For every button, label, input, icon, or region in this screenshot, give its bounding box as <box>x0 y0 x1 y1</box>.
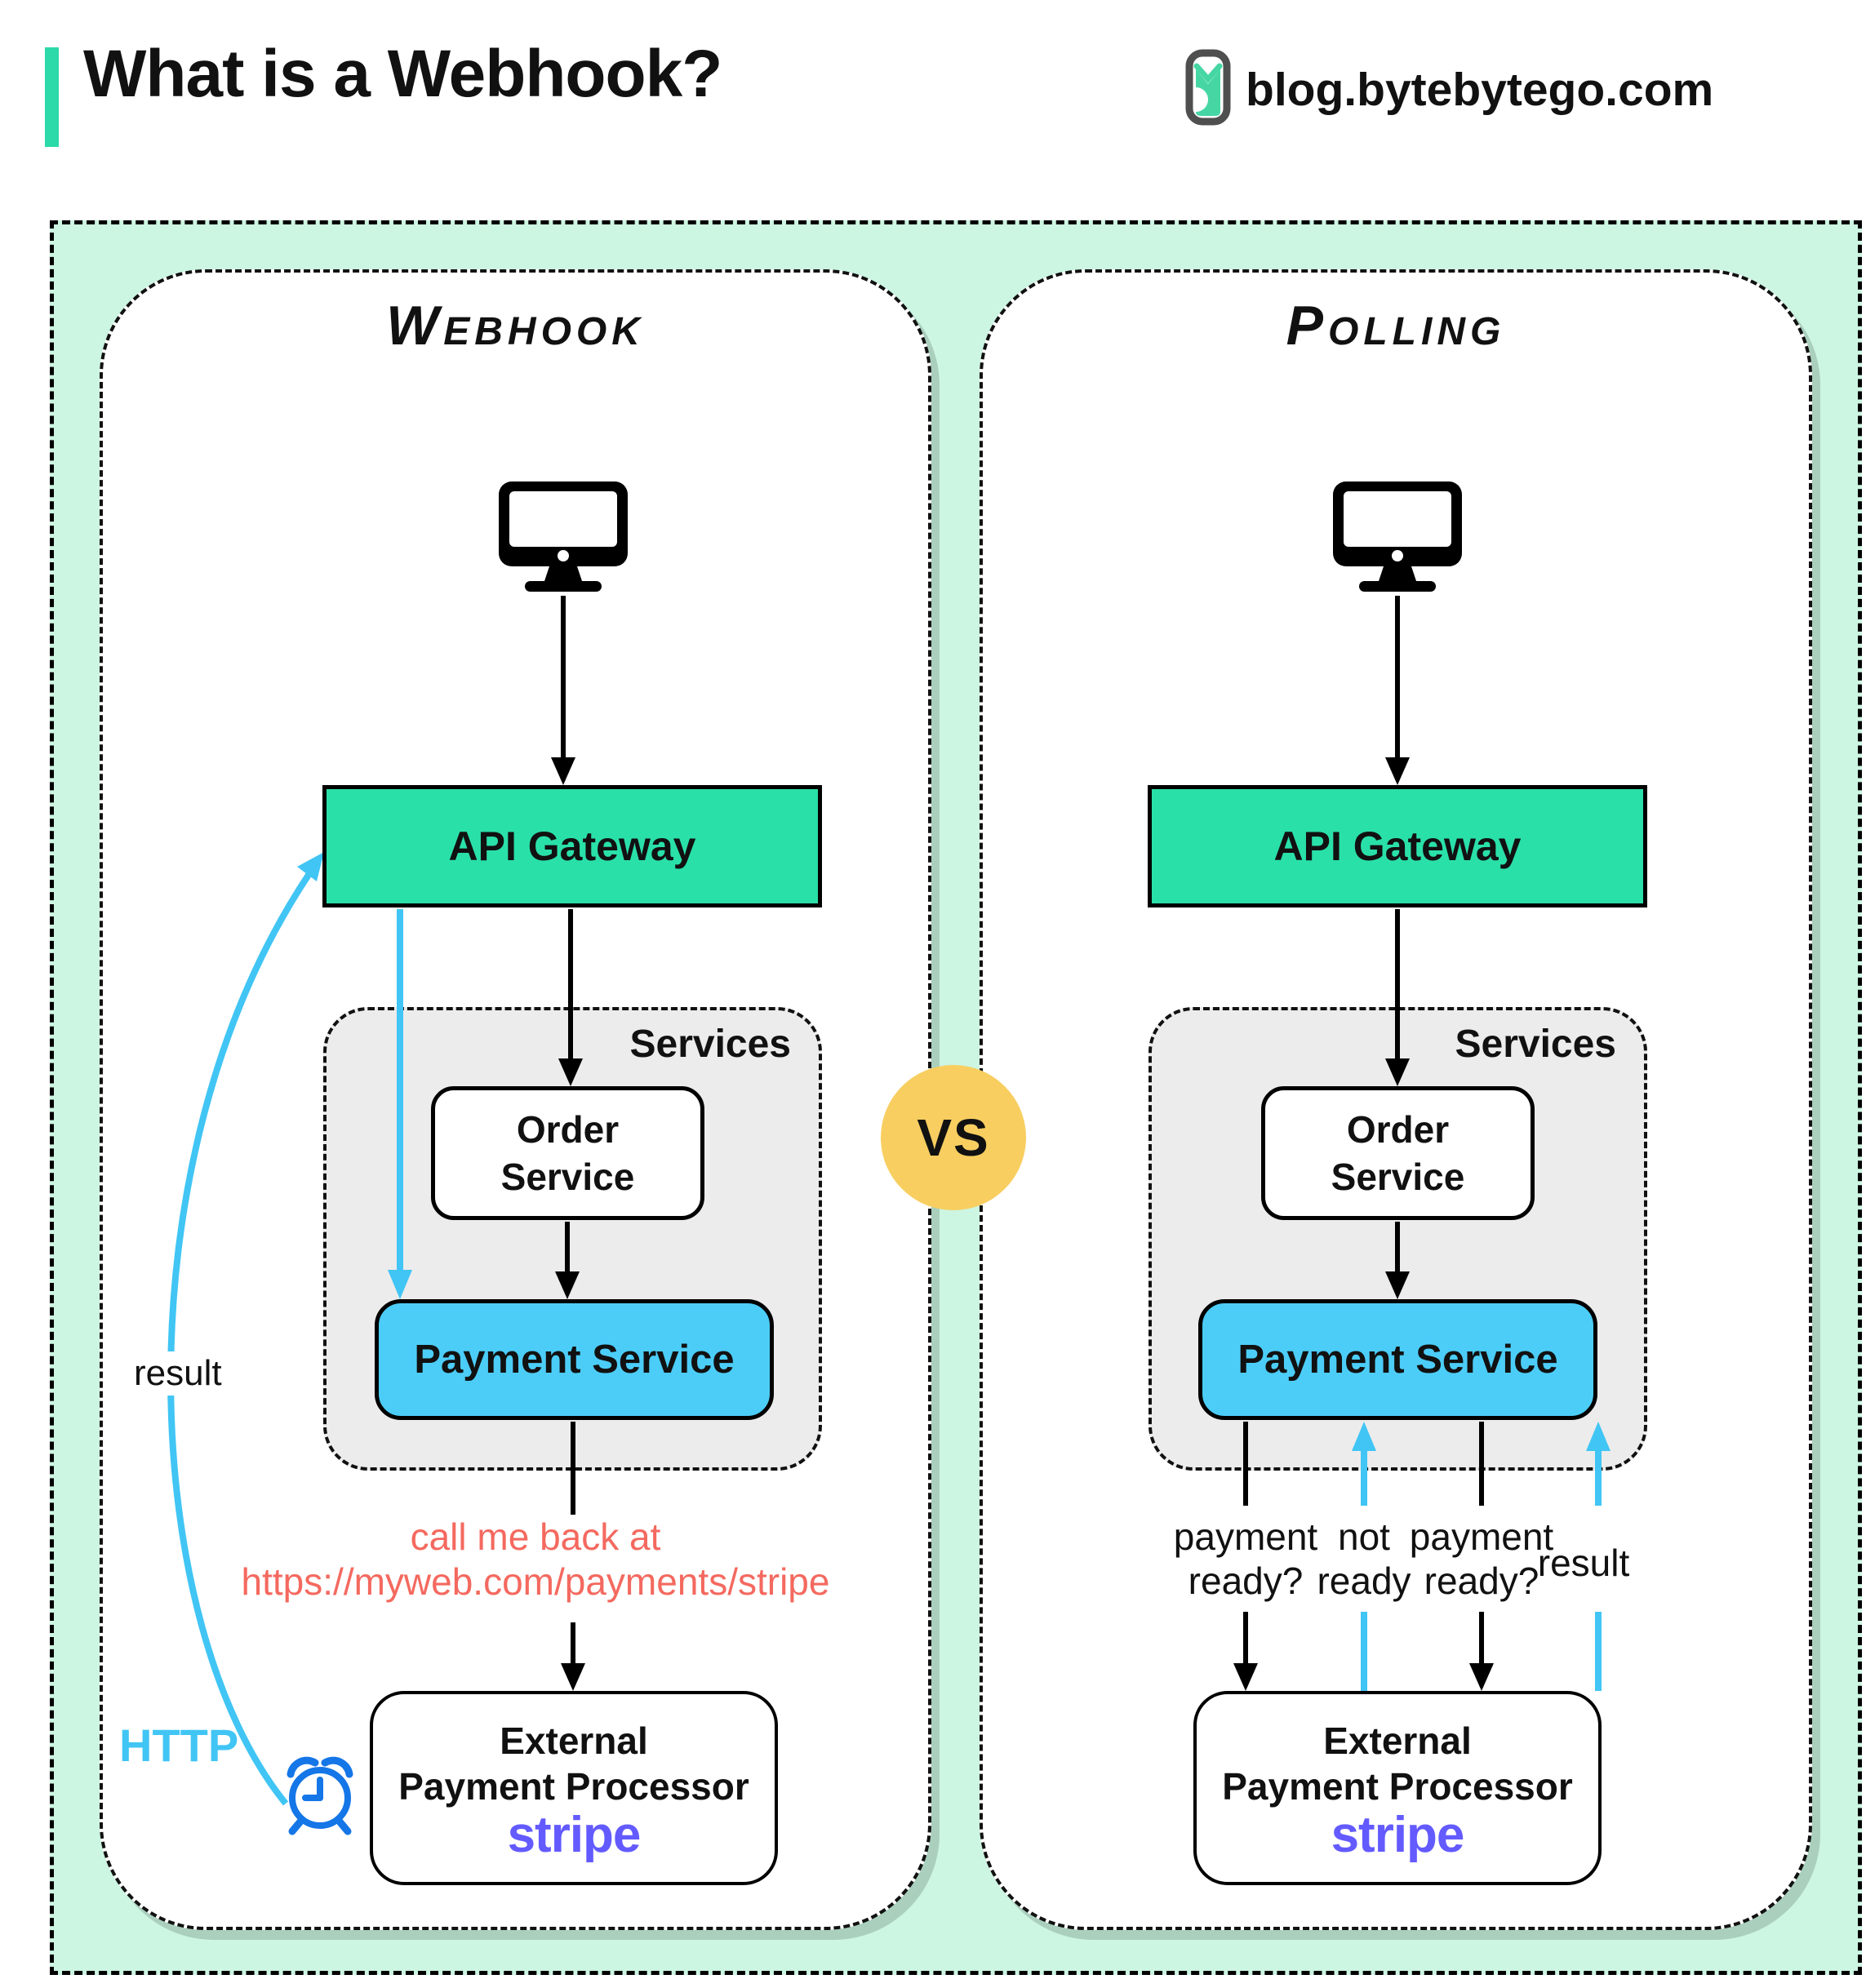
vs-label: VS <box>917 1108 990 1167</box>
polling-payment-service-box: Payment Service <box>1198 1299 1597 1420</box>
vs-badge: VS <box>881 1065 1026 1210</box>
webhook-api-gateway-box: API Gateway <box>322 785 822 907</box>
bytebytego-logo-icon <box>1185 47 1231 131</box>
polling-flow-label2-line2: ready <box>1317 1560 1411 1602</box>
polling-flow-label-payment-ready-2: payment ready? <box>1359 1515 1604 1603</box>
brand-area: blog.bytebytego.com <box>1185 47 1713 131</box>
polling-flow-label-payment-ready-1: payment ready? <box>1123 1515 1368 1603</box>
polling-flow-label-not-ready: not ready <box>1242 1515 1486 1603</box>
title-accent-bar <box>45 47 59 147</box>
alarm-clock-icon <box>274 1746 366 1842</box>
polling-external-line1: External <box>1323 1720 1472 1762</box>
webhook-payment-service-box: Payment Service <box>375 1299 774 1420</box>
webhook-payment-service-label: Payment Service <box>414 1338 735 1382</box>
polling-external-line2: Payment Processor <box>1222 1765 1573 1808</box>
webhook-result-label: result <box>124 1351 232 1396</box>
webhook-services-label: Services <box>629 1023 791 1066</box>
polling-external-processor-box: External Payment Processor stripe <box>1193 1691 1602 1885</box>
webhook-callback-line1: call me back at <box>410 1515 661 1558</box>
polling-flow-label-result: result <box>1537 1542 1630 1584</box>
webhook-api-gateway-label: API Gateway <box>448 823 696 869</box>
site-url: blog.bytebytego.com <box>1246 63 1714 116</box>
polling-api-gateway-label: API Gateway <box>1273 823 1522 869</box>
webhook-callback-url: https://myweb.com/payments/stripe <box>241 1560 830 1603</box>
polling-payment-service-label: Payment Service <box>1237 1338 1558 1382</box>
polling-panel-title: Polling <box>1286 295 1506 357</box>
polling-flow-label2-line1: not <box>1338 1515 1390 1558</box>
polling-flow-label1-line1: payment <box>1173 1515 1318 1558</box>
webhook-order-service-line1: Order <box>516 1108 620 1151</box>
webhook-callback-annotation: call me back at https://myweb.com/paymen… <box>193 1515 878 1604</box>
webhook-http-label: HTTP <box>119 1720 239 1771</box>
webhook-order-service-line2: Service <box>500 1156 635 1198</box>
stripe-logo: stripe <box>1331 1807 1465 1863</box>
polling-flow-label3-line2: ready? <box>1424 1560 1539 1602</box>
webhook-external-line1: External <box>500 1720 648 1762</box>
stripe-logo: stripe <box>507 1807 642 1863</box>
polling-client-monitor-icon <box>1328 478 1467 601</box>
webhook-panel-title: Webhook <box>386 295 645 357</box>
webhook-external-line2: Payment Processor <box>398 1765 749 1808</box>
webhook-external-processor-box: External Payment Processor stripe <box>370 1691 778 1885</box>
polling-order-service-line1: Order <box>1346 1108 1450 1151</box>
polling-flow-label3-line1: payment <box>1409 1515 1554 1558</box>
polling-api-gateway-box: API Gateway <box>1148 785 1647 907</box>
polling-order-service-line2: Service <box>1331 1156 1465 1198</box>
polling-order-service-box: Order Service <box>1261 1086 1535 1220</box>
webhook-order-service-box: Order Service <box>431 1086 704 1220</box>
polling-services-label: Services <box>1455 1023 1616 1066</box>
polling-flow-label1-line2: ready? <box>1188 1560 1304 1602</box>
page-title: What is a Webhook? <box>83 37 722 111</box>
webhook-client-monitor-icon <box>494 478 633 601</box>
